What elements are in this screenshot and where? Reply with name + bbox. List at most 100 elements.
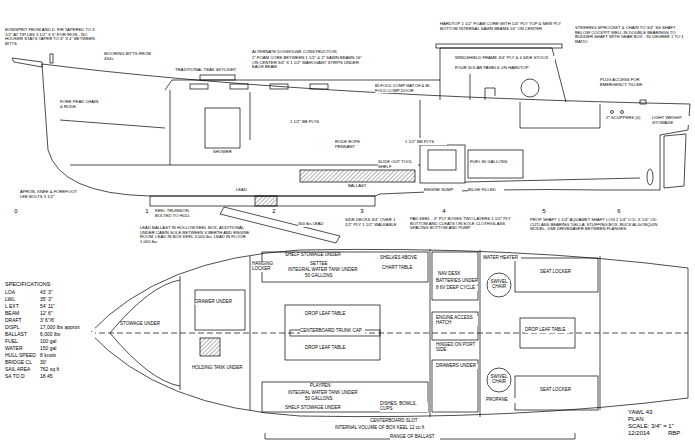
room-label: SHELVES ABOVE [380, 256, 425, 261]
note-label: BALLAST [348, 184, 380, 189]
bulkhead [250, 256, 251, 410]
spec-key: L EXT [5, 304, 39, 310]
station-number: 2 [270, 208, 278, 215]
lead-ballast [255, 196, 277, 206]
spec-value: 100 gal [40, 339, 95, 345]
engine-block [428, 150, 456, 170]
room-label: SHELF STOWAGE UNDER [285, 253, 355, 258]
skylight [200, 75, 235, 80]
room-label: STOWAGE UNDER [120, 322, 165, 327]
note-label: BI-FOLD COMP HATCH & BI-FOLD COMP DOOR [375, 84, 435, 93]
spec-key: DISPL [5, 325, 39, 331]
spec-key: SAIL AREA [5, 367, 39, 373]
room-label: DISHES, BOWLS, CUPS [380, 402, 428, 412]
table [285, 305, 380, 360]
station-number: 5 [540, 208, 548, 215]
room-label: HOLDING TANK UNDER [192, 366, 244, 371]
spec-key: BEAM [5, 311, 39, 317]
room-label: RANGE OF BALLAST [390, 435, 440, 440]
station-number: 6 [615, 208, 623, 215]
fuel-tank [468, 150, 523, 178]
hull-profile [42, 64, 690, 196]
note-label: PROP SHAFT 1 1/4" AQUAMET SHAFT LOG 2 1/… [530, 218, 660, 232]
prop-shaft [465, 178, 640, 182]
station-number: 1 [143, 208, 151, 215]
spec-value: 43' 3" [40, 290, 95, 296]
bowsprit [12, 58, 42, 67]
station-number: 0 [12, 208, 20, 215]
room-label: ENGINE ACCESS HATCH [436, 316, 478, 326]
room-label: CHART TABLE [382, 266, 427, 271]
spec-value: 6,000 lbs [40, 332, 95, 338]
mooring-bitt [50, 54, 53, 63]
note-label: FORE PEAK CHAIN & RODE [60, 100, 102, 109]
port-light [230, 84, 248, 89]
room-label: INTERNAL VOLUME OF BOX KEEL 12 cu ft [335, 426, 455, 431]
v-berth [60, 120, 165, 128]
engine-hatch [432, 312, 478, 340]
room-label: NAV DESK [438, 272, 476, 277]
spec-key: HULL SPEED [5, 353, 39, 359]
cabin-sole [70, 165, 420, 166]
spec-value: 18.45 [40, 374, 95, 380]
title-block: YAWL 43 [628, 409, 688, 416]
range-bracket [265, 433, 575, 439]
title-block: PLAN [628, 416, 688, 423]
note-label: APRON, KNEE & FOREFOOT LEE BOLTS 3 1/2" [20, 190, 80, 199]
scupper [621, 111, 624, 114]
room-label: HANGING LOCKER [252, 262, 280, 272]
cockpit-well [520, 102, 600, 128]
ballast [300, 170, 415, 182]
spec-value: 12' 6" [40, 311, 95, 317]
note-label: BOWSPRIT FROM AND D. FIR TAPERED TO 3 1/… [5, 28, 100, 46]
bulkhead [250, 92, 251, 140]
room-label: INTEGRAL WATER TANK UNDER [288, 391, 368, 396]
spec-key: FUEL [5, 339, 39, 345]
note-label: SIDE DECKS 3/4" OVER 1 1/2" PLY 1 1/2" W… [345, 218, 403, 227]
spec-value: 8 knots [40, 353, 95, 359]
note-label: RODE ROPE PENNANT [335, 140, 377, 149]
room-label: DROP LEAF TABLE [305, 346, 355, 351]
spec-value: 3' 6"/6' [40, 318, 95, 324]
bulkhead [180, 276, 181, 390]
windshield-frame [470, 74, 471, 100]
room-label: 8 6V DEEP CYCLE [436, 286, 478, 291]
helm-seat [485, 88, 495, 100]
note-label: KEEL TRUNNION BOLTED TO HULL [155, 209, 200, 218]
spec-key: DRAFT [5, 318, 39, 324]
centerboard-trunk [290, 330, 380, 336]
spec-key: LOA [5, 290, 39, 296]
seat-locker [515, 258, 598, 292]
station-number: 4 [440, 208, 448, 215]
room-label: BATTERIES UNDER [436, 279, 478, 284]
room-label: SHELF STOWAGE UNDER [285, 406, 355, 411]
swivel-chair [487, 273, 511, 297]
note-label: MOORING BITTS FROM 4X4s [104, 52, 159, 61]
port-light [310, 84, 328, 89]
room-label: SWIVEL CHAIR [488, 375, 510, 385]
hardtop [436, 44, 562, 48]
nav-desk [432, 252, 478, 300]
room-label: CENTERBOARD SLOT [370, 419, 430, 424]
room-label: DRAWER UNDER [195, 300, 240, 305]
note-label: 2" FOAM CORE BETWEEN 1 1/2" & 2" SAWN BE… [252, 56, 367, 70]
head [195, 290, 245, 330]
title-block: 12/2014 [628, 430, 668, 437]
port-light [190, 84, 208, 89]
note-label: TRADITIONAL TEAK SKYLIGHT [175, 68, 247, 73]
bulkhead [420, 100, 421, 138]
room-label: SEAT LOCKER [540, 270, 580, 275]
bulkhead [600, 256, 601, 410]
note-label: ENGINE SUMP [424, 188, 462, 193]
propeller [647, 169, 653, 185]
note-label: ALTERNATE DOGHOUSE CONSTRUCTION [252, 50, 367, 55]
room-label: HINGED ON PORT SIDE [436, 343, 478, 353]
spec-value: 17,000 lbs approx [40, 325, 95, 331]
spec-value: 54' 11" [40, 304, 95, 310]
spec-key: SA TO D [5, 374, 39, 380]
spec-key: WATER [5, 346, 39, 352]
spec-value: 762 sq ft [40, 367, 95, 373]
note-label: 300 lbs LEAD [298, 222, 334, 227]
steering-wheel [521, 79, 539, 97]
note-label: PAD KEEL - 3" PLY BOXES TWO LAYERS 1 1/2… [410, 217, 515, 231]
